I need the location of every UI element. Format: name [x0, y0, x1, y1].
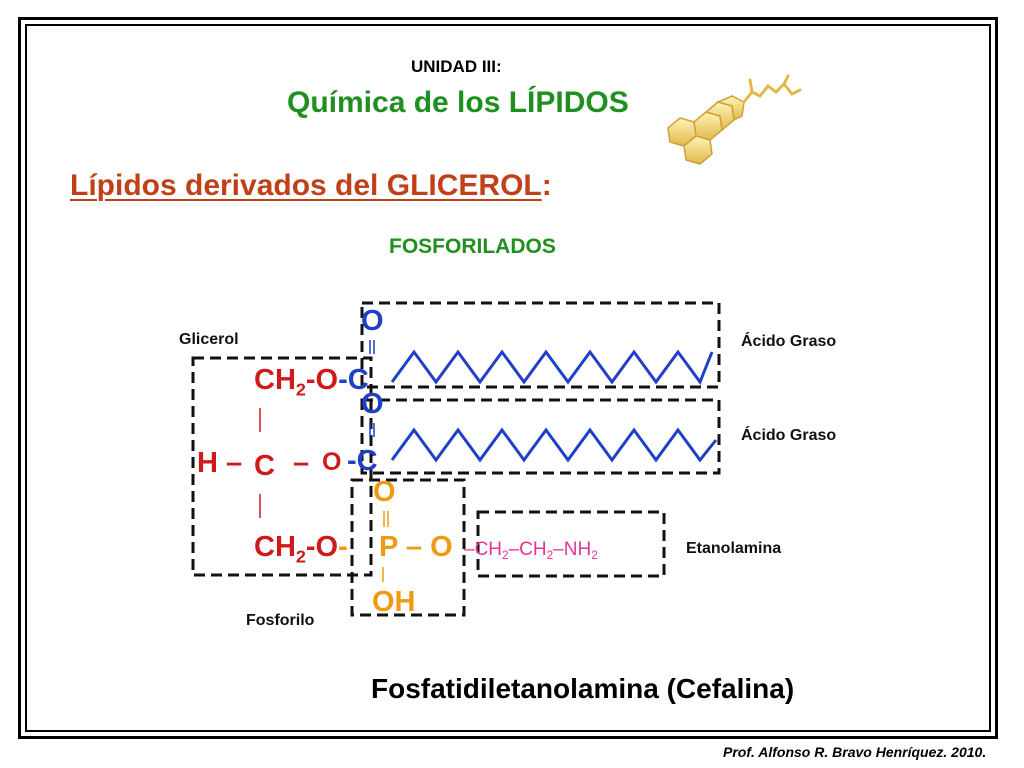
phosphoester-oxygen: -O — [305, 531, 339, 563]
phosphorus-group: P – O — [379, 531, 453, 564]
label-acido-graso-1: Ácido Graso — [741, 333, 837, 350]
section-heading: Lípidos derivados del GLICEROL: — [70, 169, 552, 203]
ch2-top: CH — [254, 364, 296, 396]
h-atom: H — [197, 447, 218, 479]
ethanolamine-bond-3: – — [553, 539, 564, 560]
label-glicerol: Glicerol — [179, 331, 239, 348]
phosphate-oxygen-link: – O — [405, 531, 453, 563]
fatty-acid-chain-1 — [390, 349, 714, 386]
ethanolamine-sub-nh2: 2 — [591, 549, 598, 563]
h-bond: – — [226, 447, 243, 479]
ethanolamine-nh2: NH — [563, 539, 592, 560]
formula-row-1: CH2-O-C — [254, 364, 369, 400]
carbonyl-oxygen-2: O — [361, 388, 384, 420]
phosphoester-bond: - — [338, 531, 348, 563]
phosphoryl-box — [350, 478, 466, 617]
fatty-acid-box-1 — [360, 301, 721, 389]
inner-frame — [25, 24, 991, 732]
label-etanolamina: Etanolamina — [686, 540, 782, 557]
glycerol-hydrogen: H – — [197, 447, 242, 480]
glycerol-box — [191, 356, 373, 577]
ethanolamine-box — [476, 510, 666, 578]
ethanolamine-sub-b: 2 — [546, 549, 554, 563]
label-fosforilo: Fosforilo — [246, 612, 315, 629]
compound-caption: Fosfatidiletanolamina (Cefalina) — [371, 673, 795, 704]
steroid-ring-logo-icon — [667, 74, 802, 165]
ester-oxygen-1: -O — [305, 364, 339, 396]
ester-oxygen-2: O — [322, 448, 342, 476]
ethanolamine-ch2-a: CH — [474, 539, 503, 560]
phosphorus-atom: P — [379, 531, 398, 563]
ethanolamine-bond-1: – — [464, 539, 475, 560]
ch2-bottom-subscript: 2 — [295, 546, 306, 567]
ethanolamine-bond-2: – — [508, 539, 520, 560]
ester-carbon-2: -C — [347, 445, 378, 477]
formula-row-3: CH2-O- — [254, 531, 348, 567]
unit-title: UNIDAD III: — [411, 57, 502, 76]
central-bond: – — [293, 447, 310, 479]
author-credit: Prof. Alfonso R. Bravo Henríquez. 2010. — [723, 744, 987, 760]
phosphate-hydroxyl: OH — [372, 586, 416, 618]
glycerol-central-carbon: C — [254, 450, 275, 482]
phosphate-oxygen-double: O — [373, 476, 396, 508]
fatty-acid-chain-2 — [390, 427, 718, 463]
ch2-top-subscript: 2 — [295, 379, 306, 400]
fatty-acid-box-2 — [360, 398, 721, 475]
ethanolamine-sub-a: 2 — [502, 549, 509, 563]
carbonyl-oxygen-1: O — [361, 305, 384, 337]
topic-title: Química de los LÍPIDOS — [287, 86, 629, 119]
ethanolamine-formula: –CH2–CH2–NH2 — [464, 539, 598, 561]
ch2-bottom: CH — [254, 531, 296, 563]
label-acido-graso-2: Ácido Graso — [741, 427, 837, 444]
ethanolamine-ch2-b: CH — [519, 539, 547, 560]
outer-frame — [18, 17, 998, 739]
section-heading-colon: : — [541, 169, 552, 202]
subheading: FOSFORILADOS — [389, 235, 556, 258]
ester-carbon-1: -C — [338, 364, 369, 396]
section-heading-text: Lípidos derivados del GLICEROL — [70, 169, 542, 202]
